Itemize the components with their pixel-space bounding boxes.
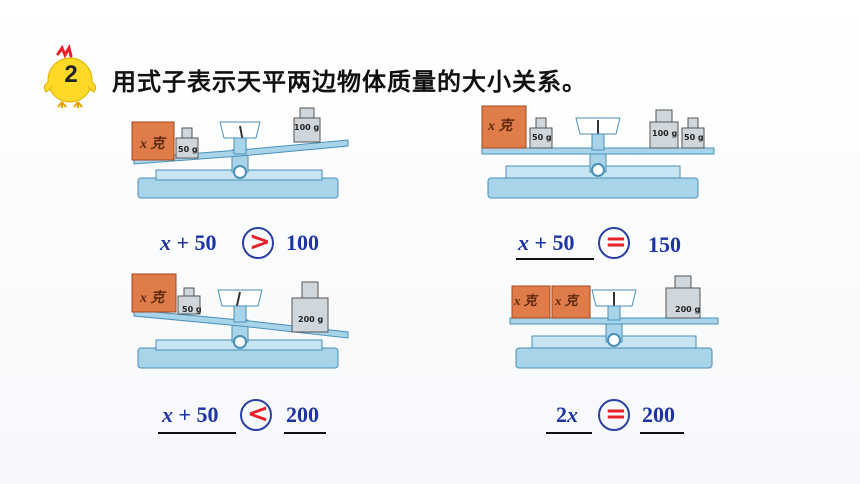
relation-symbol: = bbox=[605, 227, 627, 257]
weight-label: 200 g bbox=[675, 305, 701, 314]
answer-circle[interactable] bbox=[240, 399, 272, 431]
question-text: 用式子表示天平两边物体质量的大小关系。 bbox=[112, 68, 587, 96]
chick-icon bbox=[43, 44, 97, 108]
weight-label: 100 g bbox=[294, 123, 320, 132]
expression-text: + 50 bbox=[173, 402, 219, 427]
expression-1-right: 100 bbox=[286, 230, 319, 255]
weight-label: 50 g bbox=[684, 133, 704, 142]
box-label: x 克 bbox=[140, 137, 165, 152]
balance-scale-4 bbox=[509, 275, 719, 369]
expression-2-right: 150 bbox=[648, 232, 681, 257]
answer-underline bbox=[516, 258, 594, 260]
expression-2-left: x + 50 bbox=[518, 230, 575, 256]
answer-underline bbox=[546, 432, 592, 434]
answer-circle[interactable] bbox=[242, 227, 274, 259]
balance-scale-1 bbox=[131, 107, 349, 199]
weight-label: 50 g bbox=[182, 305, 202, 314]
question-number: 2 bbox=[64, 61, 78, 88]
answer-underline bbox=[158, 432, 236, 434]
weight-label: 50 g bbox=[532, 133, 552, 142]
balance-scale-2 bbox=[481, 105, 715, 199]
relation-symbol: > bbox=[249, 227, 271, 257]
variable: x bbox=[162, 402, 173, 427]
variable: x bbox=[518, 230, 529, 255]
balance-scale-3 bbox=[131, 273, 349, 369]
weight-label: 50 g bbox=[178, 145, 198, 154]
expression-1-left: x + 50 bbox=[160, 230, 217, 256]
answer-underline bbox=[284, 432, 326, 434]
expression-4-right: 200 bbox=[642, 402, 675, 427]
expression-text: + 50 bbox=[529, 230, 575, 255]
box-label: x 克 bbox=[555, 293, 578, 308]
answer-circle[interactable] bbox=[598, 399, 630, 431]
variable: x bbox=[160, 230, 171, 255]
answer-underline bbox=[640, 432, 684, 434]
box-label: x 克 bbox=[488, 119, 513, 134]
box-label: x 克 bbox=[140, 291, 165, 306]
weight-label: 100 g bbox=[652, 129, 678, 138]
relation-symbol: = bbox=[605, 399, 627, 429]
answer-circle[interactable] bbox=[598, 227, 630, 259]
expression-3-right: 200 bbox=[286, 402, 319, 427]
expression-text: + 50 bbox=[171, 230, 217, 255]
relation-symbol: < bbox=[247, 399, 269, 429]
variable: x bbox=[567, 402, 578, 427]
expression-3-left: x + 50 bbox=[162, 402, 219, 428]
expression-4-left: 2x bbox=[556, 402, 578, 428]
coefficient: 2 bbox=[556, 402, 567, 427]
box-label: x 克 bbox=[514, 293, 537, 308]
weight-label: 200 g bbox=[298, 315, 324, 324]
